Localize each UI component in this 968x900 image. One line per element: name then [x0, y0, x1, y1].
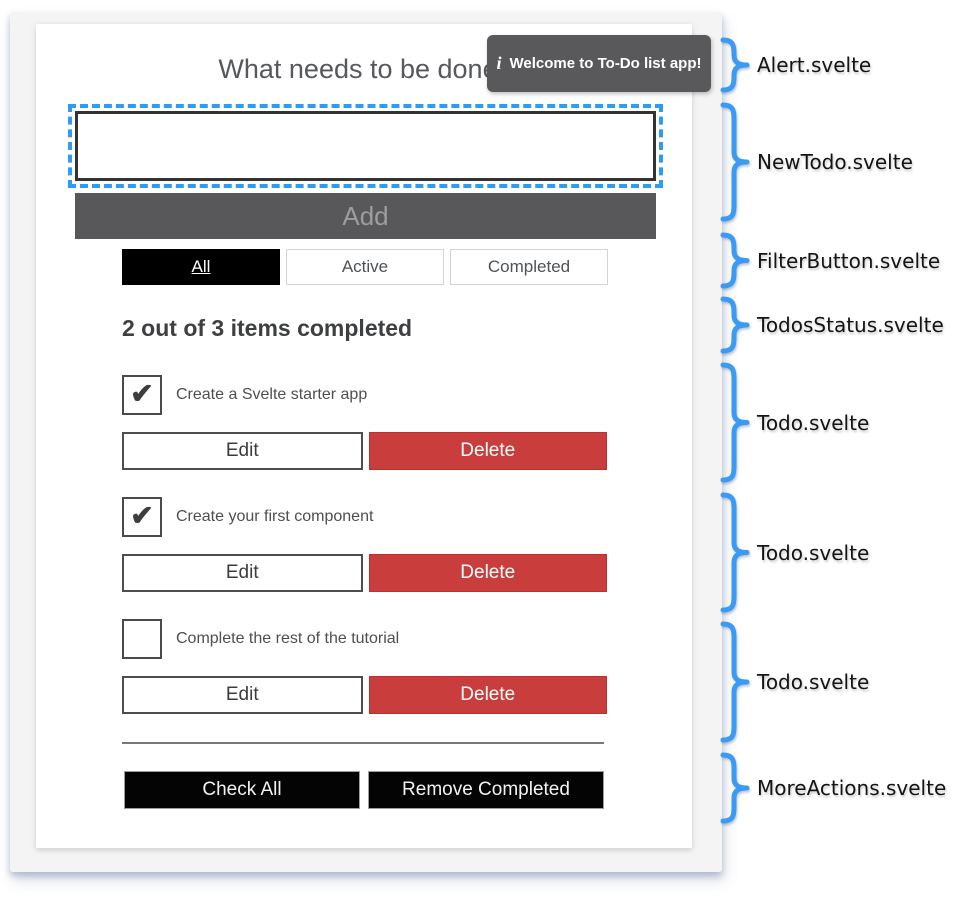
- curly-brace-icon: [720, 362, 750, 483]
- app-frame: i Welcome to To-Do list app! What needs …: [10, 12, 722, 872]
- todo-label: Complete the rest of the tutorial: [176, 630, 400, 647]
- card-content: What needs to be done? Add All Active Co…: [36, 24, 692, 848]
- alert-message: Welcome to To-Do list app!: [509, 55, 702, 72]
- filter-button-active[interactable]: Active: [286, 249, 444, 285]
- divider: [122, 742, 604, 744]
- todo-checkbox[interactable]: [122, 619, 162, 659]
- component-annotation: NewTodo.svelte: [720, 102, 913, 222]
- component-annotation: TodosStatus.svelte: [720, 296, 944, 354]
- todos-section: 2 out of 3 items completed ✔ Create a Sv…: [122, 315, 607, 809]
- curly-brace-icon: [720, 232, 750, 289]
- component-annotation: Alert.svelte: [720, 37, 871, 93]
- todos-status: 2 out of 3 items completed: [122, 315, 413, 341]
- todo-buttons: Edit Delete: [122, 676, 607, 714]
- edit-button[interactable]: Edit: [122, 432, 363, 470]
- todo-check-row: Complete the rest of the tutorial: [122, 619, 607, 659]
- component-label: Todo.svelte: [757, 410, 870, 435]
- todo-app-card: i Welcome to To-Do list app! What needs …: [36, 24, 711, 848]
- remove-completed-button[interactable]: Remove Completed: [368, 771, 604, 809]
- curly-brace-icon: [720, 296, 750, 354]
- component-annotation: Todo.svelte: [720, 362, 869, 483]
- page-title: What needs to be done?: [218, 54, 513, 84]
- add-button[interactable]: Add: [75, 193, 656, 239]
- check-all-button[interactable]: Check All: [124, 771, 360, 809]
- curly-brace-icon: [720, 492, 750, 613]
- curly-brace-icon: [720, 102, 750, 222]
- alert-toast: i Welcome to To-Do list app!: [487, 35, 711, 92]
- checkmark-icon: ✔: [130, 378, 154, 409]
- todo-check-row: ✔ Create your first component: [122, 497, 607, 537]
- component-label: MoreActions.svelte: [757, 776, 947, 800]
- edit-button[interactable]: Edit: [122, 554, 363, 592]
- todo-checkbox[interactable]: ✔: [122, 497, 162, 537]
- edit-button[interactable]: Edit: [122, 676, 363, 714]
- curly-brace-icon: [720, 621, 750, 743]
- todo-item: ✔ Create a Svelte starter app Edit Delet…: [122, 375, 607, 470]
- filter-button-completed[interactable]: Completed: [450, 249, 608, 285]
- component-annotation: Todo.svelte: [720, 492, 869, 613]
- new-todo-input[interactable]: [68, 104, 663, 188]
- todo-item: ✔ Create your first component Edit Delet…: [122, 497, 607, 592]
- filter-button-all[interactable]: All: [122, 249, 280, 285]
- checkmark-icon: ✔: [130, 500, 154, 531]
- component-label: FilterButton.svelte: [757, 248, 941, 273]
- component-label: TodosStatus.svelte: [757, 313, 944, 337]
- component-label: NewTodo.svelte: [757, 150, 913, 174]
- component-annotation: Todo.svelte: [720, 621, 869, 743]
- todo-item: Complete the rest of the tutorial Edit D…: [122, 619, 607, 714]
- todo-buttons: Edit Delete: [122, 554, 607, 592]
- delete-button[interactable]: Delete: [368, 554, 607, 592]
- todo-checkbox[interactable]: ✔: [122, 375, 162, 415]
- component-label: Alert.svelte: [757, 53, 872, 77]
- component-label: Todo.svelte: [757, 540, 870, 565]
- component-label: Todo.svelte: [757, 670, 870, 694]
- component-annotation: MoreActions.svelte: [720, 752, 946, 824]
- delete-button[interactable]: Delete: [368, 676, 607, 714]
- todo-label: Create a Svelte starter app: [176, 386, 368, 403]
- delete-button[interactable]: Delete: [368, 432, 607, 470]
- curly-brace-icon: [720, 752, 750, 824]
- todo-check-row: ✔ Create a Svelte starter app: [122, 375, 607, 415]
- todo-buttons: Edit Delete: [122, 432, 607, 470]
- curly-brace-icon: [720, 37, 750, 93]
- more-actions: Check All Remove Completed: [124, 771, 604, 809]
- todo-label: Create your first component: [176, 508, 374, 525]
- todo-list: ✔ Create a Svelte starter app Edit Delet…: [122, 375, 607, 714]
- component-annotation: FilterButton.svelte: [720, 232, 940, 289]
- info-icon: i: [496, 53, 502, 73]
- filter-button-group: All Active Completed: [122, 249, 608, 285]
